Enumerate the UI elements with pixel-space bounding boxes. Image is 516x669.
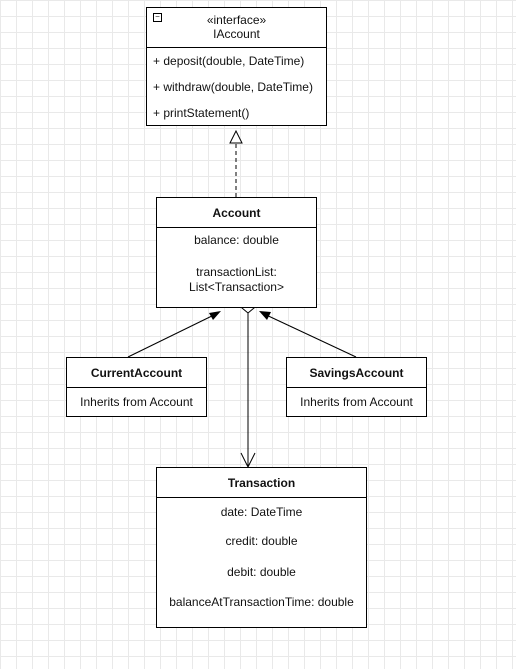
savings-arrowhead: [259, 311, 271, 320]
iaccount-header: «interface» IAccount: [147, 8, 326, 48]
account-transactionlist-type: List<Transaction>: [189, 280, 284, 294]
account-title: Account: [157, 198, 316, 228]
transaction-balance-field: balanceAtTransactionTime: double: [169, 595, 354, 609]
currentaccount-title: CurrentAccount: [67, 358, 206, 388]
currentaccount-class[interactable]: CurrentAccount Inherits from Account: [66, 357, 207, 417]
account-balance-attr: balance: double: [194, 233, 279, 247]
realization-arrowhead: [229, 129, 243, 144]
transaction-title: Transaction: [157, 468, 366, 498]
transaction-class[interactable]: Transaction date: DateTime credit: doubl…: [156, 467, 367, 628]
transaction-credit-field: credit: double: [225, 534, 298, 548]
current-inheritance-edge: [127, 312, 219, 358]
interface-name: IAccount: [213, 27, 260, 41]
collapse-icon[interactable]: −: [153, 13, 162, 22]
transaction-date-field: date: DateTime: [220, 505, 303, 519]
method-withdraw: + withdraw(double, DateTime): [153, 80, 313, 94]
savings-inheritance-edge: [261, 312, 357, 358]
transaction-debit-field: debit: double: [227, 565, 296, 579]
method-print-statement: + printStatement(): [153, 106, 250, 120]
account-transactionlist-attr: transactionList:: [196, 265, 277, 279]
method-deposit: + deposit(double, DateTime): [153, 54, 305, 68]
iaccount-class[interactable]: − «interface» IAccount + deposit(double,…: [146, 7, 327, 126]
currentaccount-note: Inherits from Account: [80, 395, 193, 409]
current-arrowhead: [209, 311, 221, 320]
savingsaccount-class[interactable]: SavingsAccount Inherits from Account: [286, 357, 427, 417]
savingsaccount-title: SavingsAccount: [287, 358, 426, 388]
savingsaccount-note: Inherits from Account: [300, 395, 413, 409]
stereotype-label: «interface»: [206, 13, 267, 27]
account-class[interactable]: Account balance: double transactionList:…: [156, 197, 317, 308]
